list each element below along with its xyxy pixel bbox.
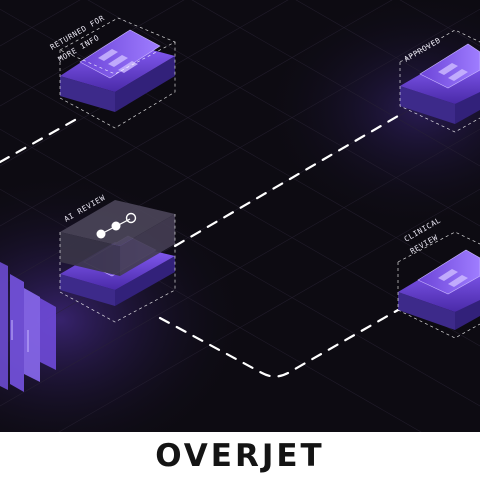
glow-right (260, 0, 480, 230)
path-ai-to-clinical (158, 308, 400, 378)
node-approved (399, 29, 480, 133)
brand-wordmark: OVERJET (155, 438, 325, 474)
node-returned (59, 17, 176, 129)
path-ai-to-returned (0, 114, 84, 164)
node-clinical (397, 231, 480, 339)
path-ai-to-approved (173, 114, 400, 248)
document-stack (0, 262, 56, 392)
iso-grid (0, 0, 480, 432)
ai-progress-dots (96, 212, 137, 239)
node-ai (59, 200, 176, 323)
brand-bar: OVERJET (0, 432, 480, 480)
flow-paths (0, 114, 400, 378)
workflow-illustration: RETURNED FOR MORE INFO APPROVED AI REVIE… (0, 0, 480, 432)
